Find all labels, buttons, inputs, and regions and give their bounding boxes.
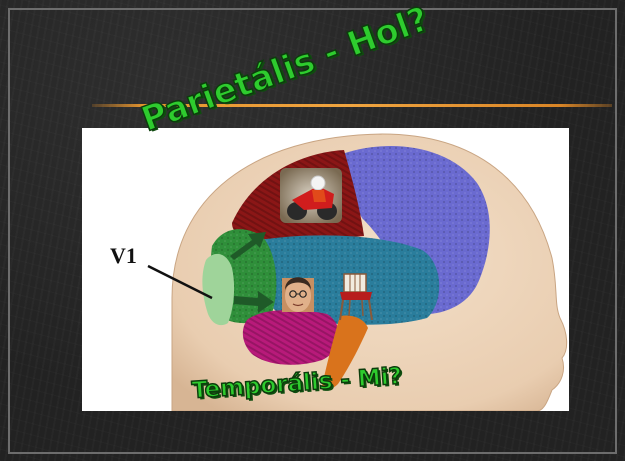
v1-label: V1 bbox=[110, 243, 137, 269]
face-image bbox=[282, 277, 314, 312]
frame-top-border bbox=[8, 8, 617, 10]
frame-bottom-border bbox=[8, 452, 617, 454]
frame-right-border bbox=[615, 8, 617, 454]
frame-left-border bbox=[8, 8, 10, 454]
motorcycle-image bbox=[280, 168, 342, 223]
parietal-title: Parietális - Hol? bbox=[136, 0, 434, 140]
